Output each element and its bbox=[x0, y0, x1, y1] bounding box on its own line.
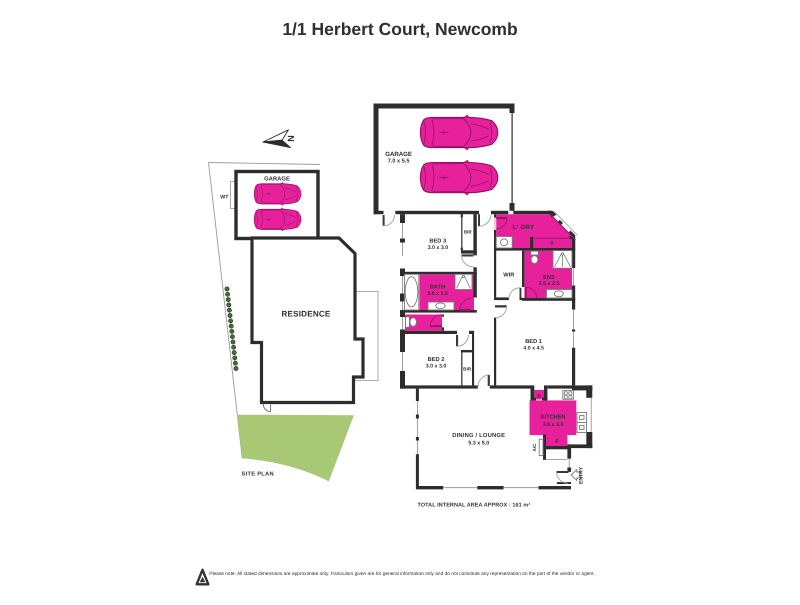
svg-text:4.0 x 4.5: 4.0 x 4.5 bbox=[523, 345, 544, 351]
svg-text:7.0 x 5.5: 7.0 x 5.5 bbox=[388, 159, 410, 165]
svg-text:ENTRY: ENTRY bbox=[579, 466, 585, 484]
svg-text:TOTAL INTERNAL AREA APPROX : 1: TOTAL INTERNAL AREA APPROX : 161 m² bbox=[418, 502, 531, 508]
svg-text:ENS: ENS bbox=[543, 275, 555, 281]
svg-text:N: N bbox=[286, 135, 296, 142]
svg-text:1/1 Herbert Court, Newcomb: 1/1 Herbert Court, Newcomb bbox=[282, 19, 517, 39]
svg-text:GARAGE: GARAGE bbox=[264, 175, 290, 182]
svg-text:DINING / LOUNGE: DINING / LOUNGE bbox=[452, 432, 505, 439]
svg-text:WT: WT bbox=[220, 195, 229, 201]
svg-text:WIR: WIR bbox=[503, 272, 514, 278]
svg-text:5.3 x 5.0: 5.3 x 5.0 bbox=[468, 440, 489, 446]
svg-text:3.6 x 3.0: 3.6 x 3.0 bbox=[543, 422, 564, 428]
svg-text:F: F bbox=[555, 439, 558, 445]
svg-text:BATH: BATH bbox=[430, 285, 445, 291]
svg-text:KITCHEN: KITCHEN bbox=[541, 415, 566, 421]
svg-text:3.0 x 3.0: 3.0 x 3.0 bbox=[428, 245, 449, 251]
svg-text:2.5 x 2.5: 2.5 x 2.5 bbox=[539, 281, 560, 287]
svg-text:BIR: BIR bbox=[463, 366, 472, 371]
svg-text:RESIDENCE: RESIDENCE bbox=[281, 310, 330, 319]
svg-text:BIR: BIR bbox=[464, 230, 473, 235]
svg-text:BED 1: BED 1 bbox=[525, 339, 542, 345]
svg-text:P: P bbox=[537, 394, 541, 400]
svg-text:SITE PLAN: SITE PLAN bbox=[241, 472, 273, 478]
svg-text:BED 2: BED 2 bbox=[428, 357, 445, 363]
svg-text:A/C: A/C bbox=[532, 443, 537, 452]
svg-text:3.0 x 3.0: 3.0 x 3.0 bbox=[426, 364, 447, 370]
svg-text:Please note: All stated dimens: Please note: All stated dimensions are a… bbox=[209, 571, 595, 577]
svg-text:L' DRY: L' DRY bbox=[513, 224, 535, 231]
svg-text:GARAGE: GARAGE bbox=[385, 151, 412, 158]
svg-text:S: S bbox=[550, 240, 554, 246]
svg-text:3.0 x 1.5: 3.0 x 1.5 bbox=[427, 291, 448, 297]
svg-text:BED 3: BED 3 bbox=[429, 238, 446, 244]
